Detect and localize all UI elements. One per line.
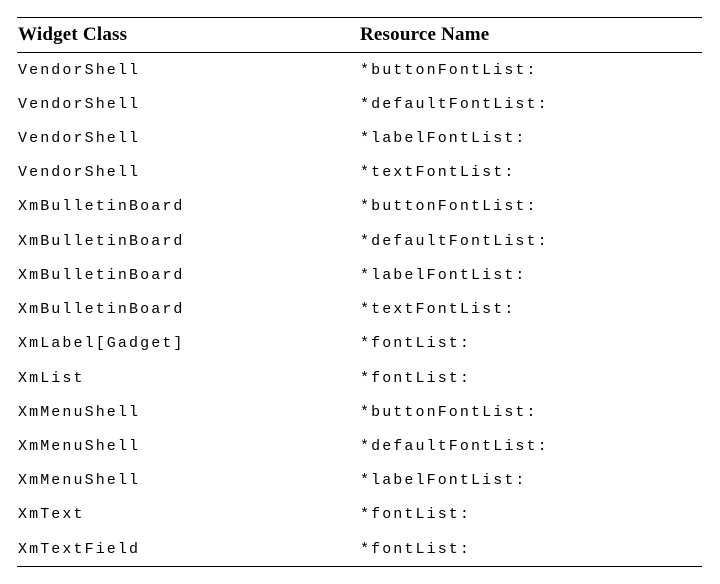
resource-name-cell: *buttonFontList: [360,198,538,216]
table-row: XmBulletinBoard *textFontList: [17,293,702,327]
widget-class-cell: VendorShell [18,164,141,182]
table-row: XmText *fontList: [17,498,702,532]
resource-name-cell: *fontList: [360,369,472,387]
resource-name-cell: *defaultFontList: [360,232,549,250]
resource-name-cell: *fontList: [360,540,472,558]
column-header-resource-name: Resource Name [360,24,490,45]
widget-class-cell: XmMenuShell [18,403,141,421]
resource-name-cell: *textFontList: [360,164,516,182]
table-row: XmBulletinBoard *defaultFontList: [17,224,702,258]
widget-class-cell: XmTextField [18,540,141,558]
widget-class-cell: XmMenuShell [18,438,141,456]
resource-name-cell: *fontList: [360,506,472,524]
widget-class-cell: XmList [18,369,85,387]
widget-class-cell: XmText [18,506,85,524]
widget-class-cell: XmLabel[Gadget] [18,335,185,353]
table-row: XmMenuShell *defaultFontList: [17,429,702,463]
table-row: XmMenuShell *buttonFontList: [17,395,702,429]
resource-name-cell: *labelFontList: [360,130,527,148]
table-row: VendorShell *labelFontList: [17,121,702,155]
resource-name-cell: *defaultFontList: [360,95,549,113]
table-row: VendorShell *defaultFontList: [17,87,702,121]
resource-name-cell: *fontList: [360,335,472,353]
widget-class-cell: XmMenuShell [18,472,141,490]
table-header-row: Widget Class Resource Name [17,17,702,53]
table-row: VendorShell *textFontList: [17,156,702,190]
resource-name-cell: *labelFontList: [360,266,527,284]
widget-class-cell: VendorShell [18,61,141,79]
widget-class-cell: VendorShell [18,95,141,113]
table-row: VendorShell *buttonFontList: [17,53,702,87]
widget-class-cell: XmBulletinBoard [18,198,185,216]
font-resource-table: Widget Class Resource Name VendorShell *… [17,17,702,568]
widget-class-cell: XmBulletinBoard [18,301,185,319]
table-row: XmLabel[Gadget] *fontList: [17,327,702,361]
table-row: XmList *fontList: [17,361,702,395]
table-row: XmBulletinBoard *labelFontList: [17,258,702,292]
table-row: XmTextField *fontList: [17,532,702,566]
resource-name-cell: *textFontList: [360,301,516,319]
table-row: XmBulletinBoard *buttonFontList: [17,190,702,224]
table-body: VendorShell *buttonFontList: VendorShell… [17,53,702,568]
resource-name-cell: *labelFontList: [360,472,527,490]
column-header-widget-class: Widget Class [18,24,128,45]
widget-class-cell: VendorShell [18,130,141,148]
resource-name-cell: *buttonFontList: [360,403,538,421]
table-row: XmMenuShell *labelFontList: [17,464,702,498]
widget-class-cell: XmBulletinBoard [18,232,185,250]
resource-name-cell: *defaultFontList: [360,438,549,456]
widget-class-cell: XmBulletinBoard [18,266,185,284]
resource-name-cell: *buttonFontList: [360,61,538,79]
